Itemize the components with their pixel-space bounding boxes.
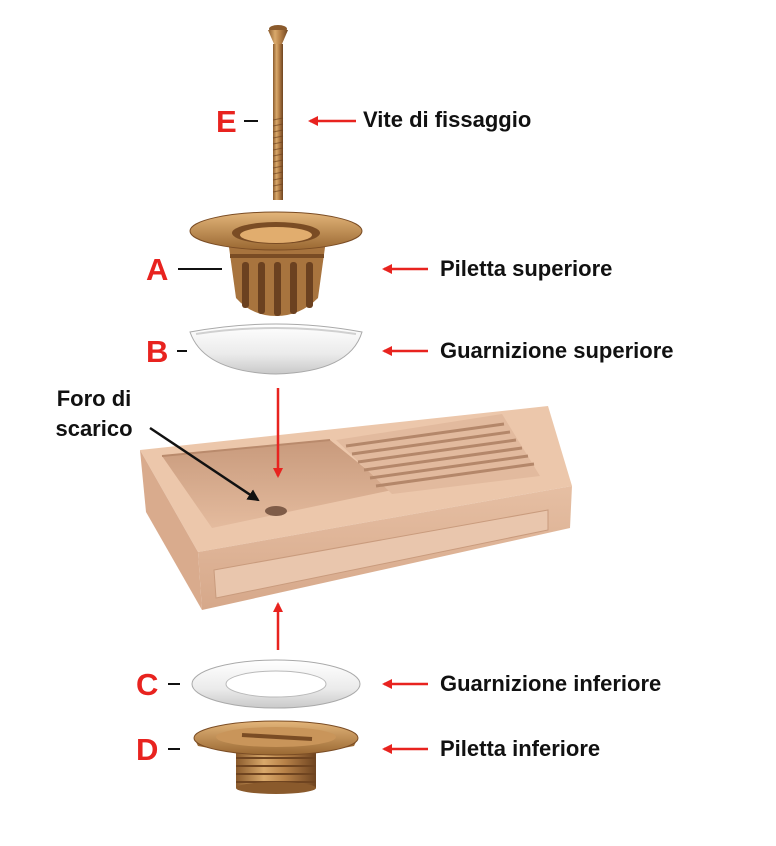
drain-hole-callout: Foro di scarico [46,384,142,444]
lower-gasket [191,659,361,709]
letter-a: A [146,252,169,287]
drain-hole-pointer [149,426,260,502]
label-upper-gasket: Guarnizione superiore [440,338,674,363]
label-fixing-screw: Vite di fissaggio [363,107,532,132]
fixing-screw [268,25,288,200]
label-lower-gasket: Guarnizione inferiore [440,671,662,696]
label-lower-strainer: Piletta inferiore [440,736,601,761]
upper-strainer [189,211,363,316]
label-upper-strainer: Piletta superiore [440,256,613,281]
leader-lines [168,120,258,750]
letter-c: C [136,667,159,702]
stone-sink [140,406,572,610]
lower-strainer [193,720,359,794]
callout-line-2: scarico [55,416,133,441]
letter-e: E [216,104,237,139]
callout-line-1: Foro di [56,386,132,411]
letter-b: B [146,334,169,369]
letter-d: D [136,732,159,767]
upper-gasket [189,323,363,375]
